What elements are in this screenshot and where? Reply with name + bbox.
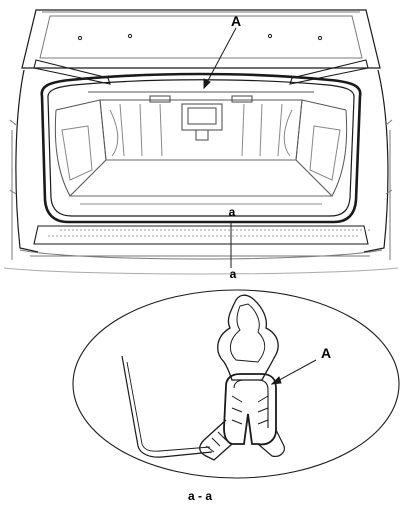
right-side-wall xyxy=(295,99,348,197)
body-right-edge xyxy=(385,119,393,260)
callout-a-arrowhead-detail xyxy=(270,376,282,385)
section-marker-a-top: a xyxy=(229,205,236,219)
sill-hatching xyxy=(48,229,372,237)
trim-tail xyxy=(199,419,233,461)
body-flange xyxy=(121,355,213,458)
lid-clip xyxy=(267,33,273,39)
retainer-lips-right xyxy=(257,395,269,425)
trim-lower xyxy=(257,429,285,457)
right-wheel-arch xyxy=(309,125,341,181)
rear-glass xyxy=(39,15,363,59)
seal-retainer-inner xyxy=(233,379,269,428)
weatherstrip-outer xyxy=(40,72,362,224)
body-flange-inner xyxy=(126,361,211,452)
left-wheel-arch xyxy=(61,125,93,181)
body-left-side xyxy=(15,69,39,253)
back-wall-curve-left xyxy=(109,109,119,157)
seal-bulb xyxy=(217,294,279,381)
trunk-floor xyxy=(68,159,334,197)
callout-a-leader-top xyxy=(203,27,237,89)
body-left-edge xyxy=(9,119,17,260)
right-hinge xyxy=(289,59,369,85)
left-hinge xyxy=(33,59,111,85)
callout-a-top: A xyxy=(231,13,241,29)
rear-bumper xyxy=(19,249,383,260)
top-bracket xyxy=(231,95,253,103)
weatherstrip-inner xyxy=(47,79,355,217)
lid-clip xyxy=(77,35,83,41)
trunk-view xyxy=(3,9,399,275)
callout-a-arrowhead-top xyxy=(203,78,211,90)
section-caption: a - a xyxy=(188,489,212,503)
top-bracket xyxy=(149,95,171,103)
retainer-lips-left xyxy=(231,395,243,425)
seal-retainer-outer xyxy=(223,373,277,446)
rear-sill xyxy=(33,225,369,245)
body-right-side xyxy=(363,69,389,253)
seal-bulb-inner xyxy=(230,303,266,363)
trunk-lid-frame xyxy=(21,9,381,69)
trim-tail-ribs xyxy=(205,431,227,453)
left-side-wall xyxy=(54,99,107,197)
section-marker-a-bottom: a xyxy=(230,267,237,281)
lid-clip xyxy=(317,35,323,41)
back-wall-ribs xyxy=(119,103,283,157)
detail-ellipse xyxy=(72,289,400,479)
ground-line xyxy=(3,267,399,275)
back-wall-curve-right xyxy=(283,109,293,157)
lid-clip xyxy=(127,33,133,39)
callout-a-detail: A xyxy=(321,345,331,361)
center-compartment-lid xyxy=(187,107,217,125)
center-latch xyxy=(195,129,209,141)
section-detail xyxy=(72,289,400,479)
